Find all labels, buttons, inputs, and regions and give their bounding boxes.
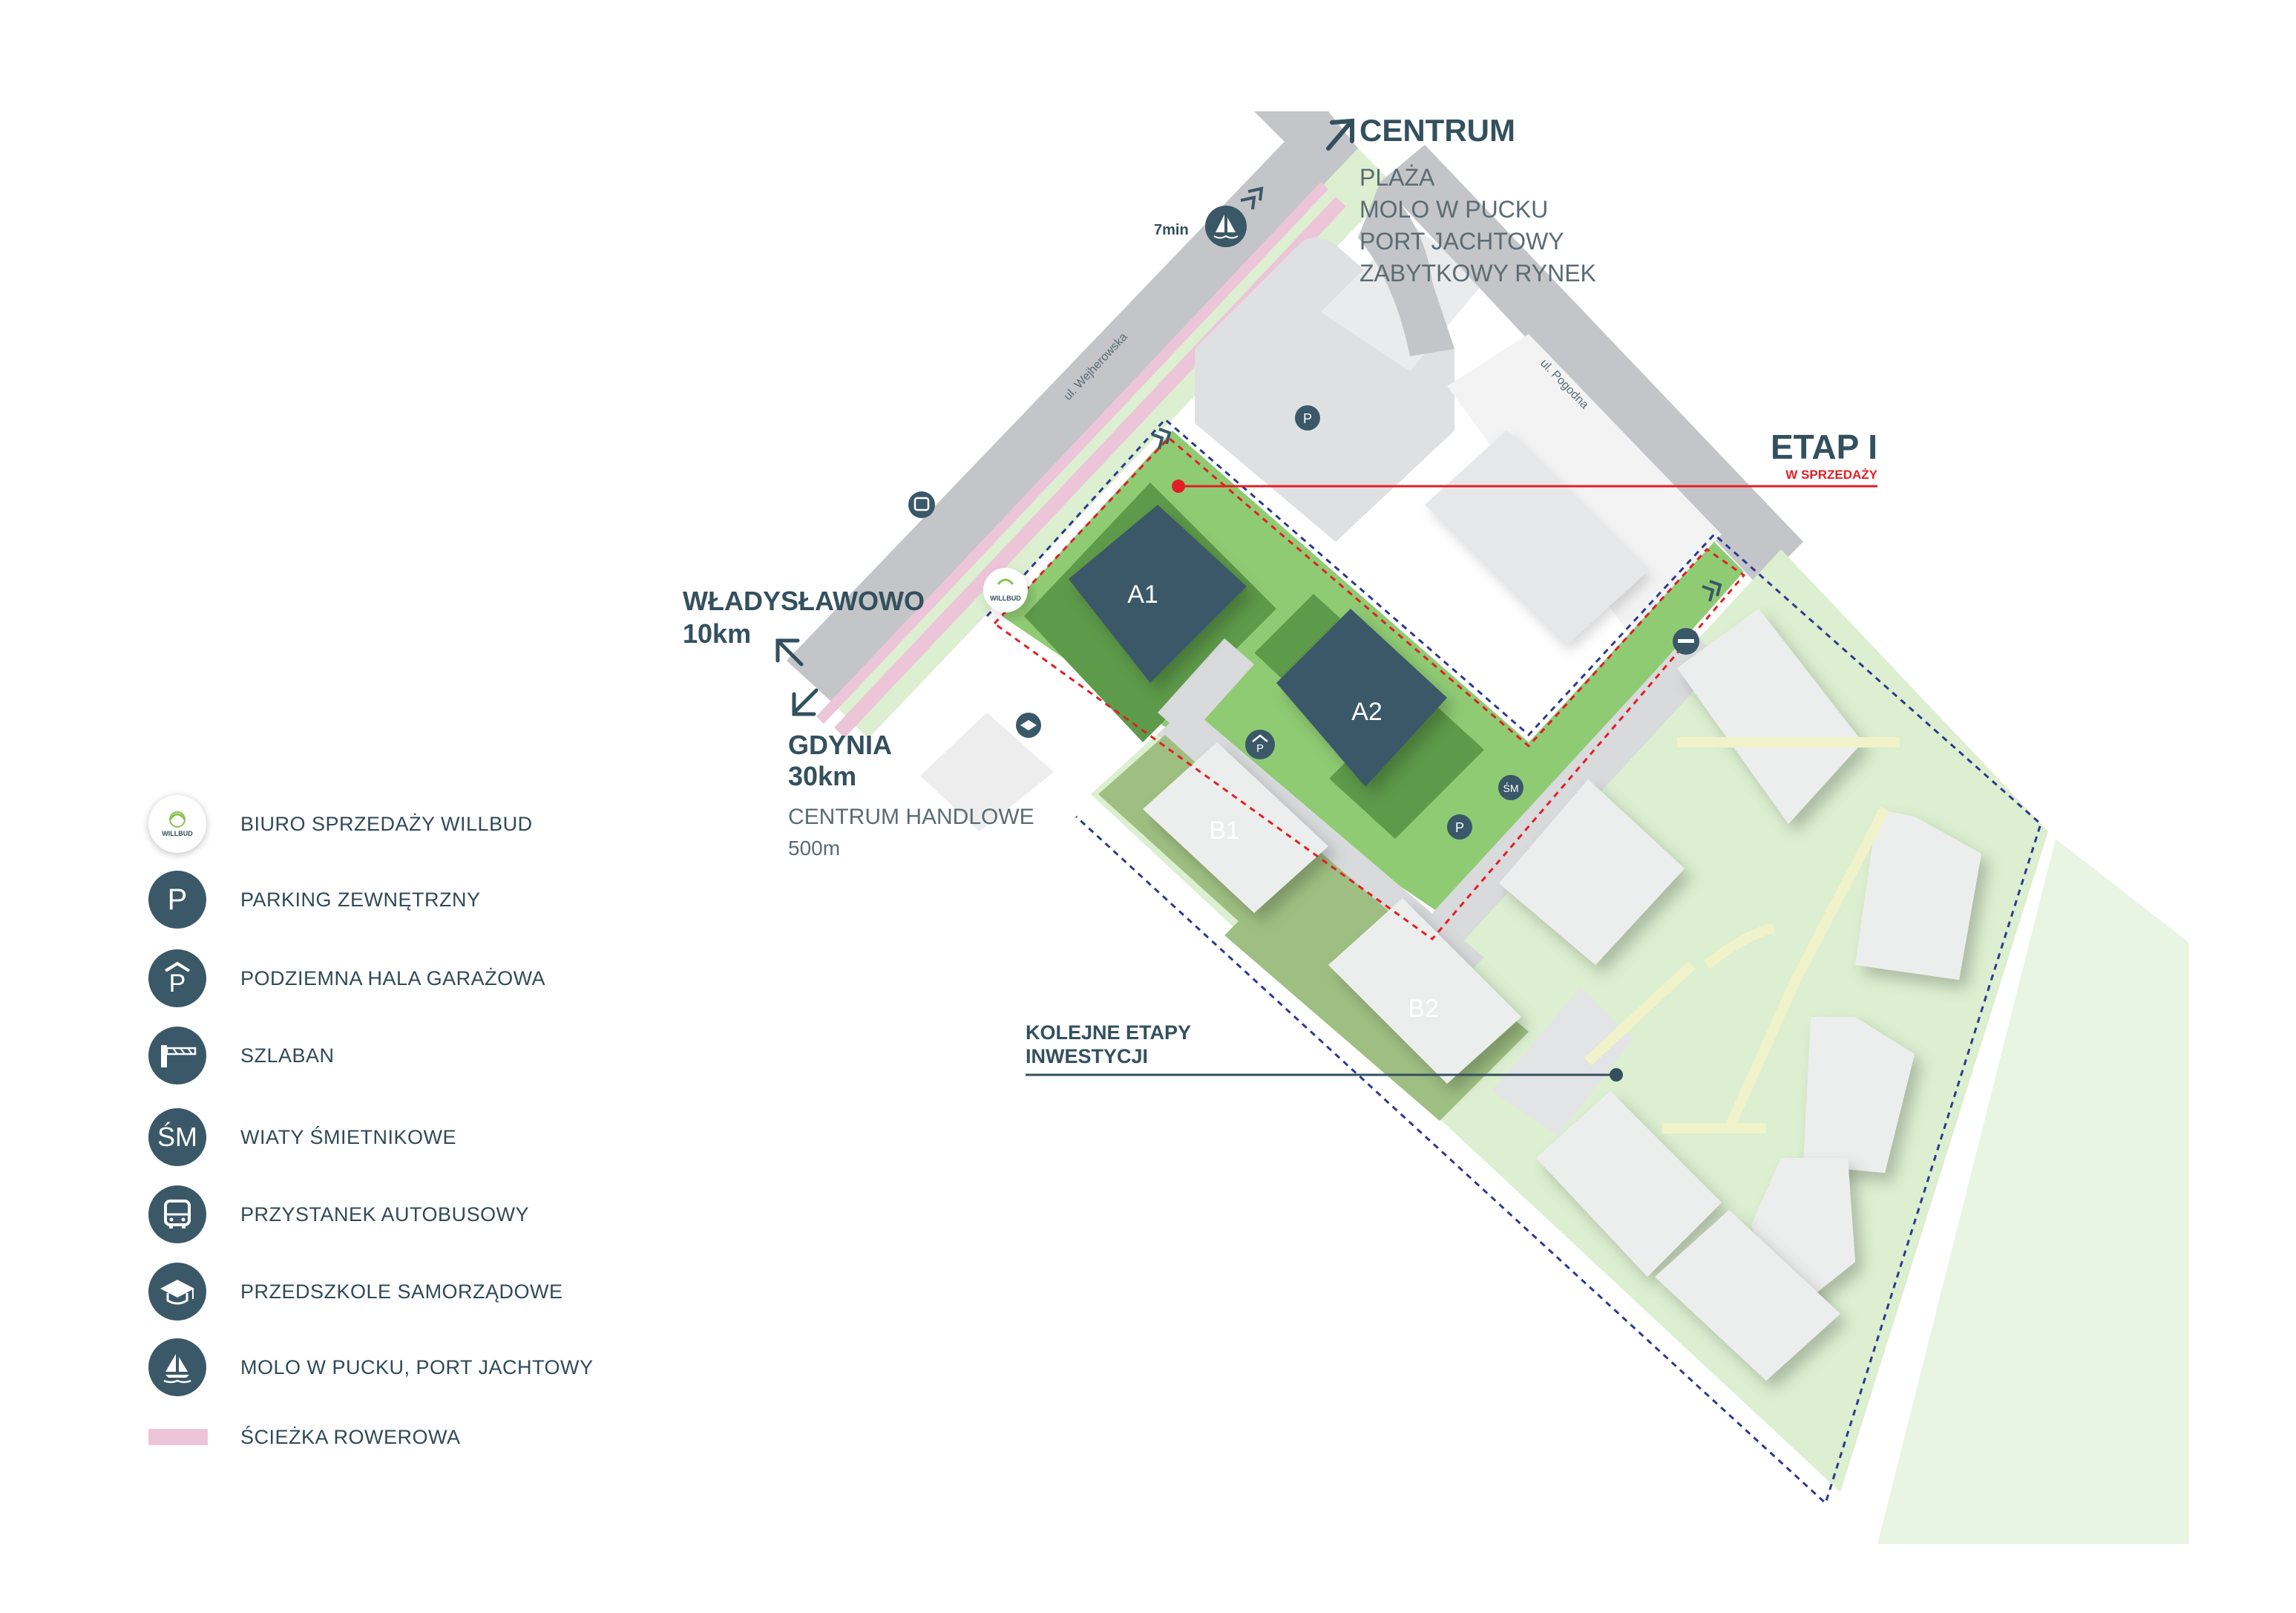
kolejne-etapy-line1: KOLEJNE ETAPY <box>1026 1021 1191 1044</box>
building-a1-label: A1 <box>1127 580 1158 609</box>
building-b2-label: B2 <box>1408 995 1439 1023</box>
legend-label: PARKING ZEWNĘTRZNY <box>240 888 481 911</box>
gdynia-title: GDYNIA <box>788 730 892 760</box>
wladyslawowo-distance: 10km <box>683 618 751 649</box>
centrum-item-3: PORT JACHTOWY <box>1359 228 1564 255</box>
etap-1-marker <box>1172 480 1185 493</box>
svg-text:P: P <box>1455 820 1464 835</box>
centrum-item-2: MOLO W PUCKU <box>1359 196 1548 223</box>
legend-item-bus: PRZYSTANEK AUTOBUSOWY <box>148 1185 529 1244</box>
school-icon <box>148 1263 206 1321</box>
map-walk-arrows-icon <box>1240 186 1264 210</box>
trash-shelter-icon: ŚM <box>148 1108 206 1166</box>
walk-time-label: 7min <box>1154 222 1189 238</box>
svg-text:P: P <box>1303 411 1312 426</box>
shopping-plot <box>920 713 1054 831</box>
legend-label: SZLABAN <box>240 1044 335 1067</box>
map-barrier-icon <box>1673 628 1699 655</box>
building-northeast <box>1425 431 1647 646</box>
building-future-1 <box>1499 779 1685 965</box>
legend-item-parking: P PARKING ZEWNĘTRZNY <box>148 870 481 929</box>
map-entry-arrows-icon <box>1151 428 1722 602</box>
legend-label: WIATY ŚMIETNIKOWE <box>240 1125 457 1148</box>
building-a2 <box>1276 609 1447 787</box>
future-paths <box>1584 737 1900 1133</box>
centrum-title: CENTRUM <box>1359 113 1515 148</box>
svg-text:ŚM: ŚM <box>1503 782 1519 794</box>
inner-road-east <box>1432 631 1722 943</box>
legend-item-willbud: WILLBUD BIURO SPRZEDAŻY WILLBUD <box>148 794 533 854</box>
legend-item-school: PRZEDSZKOLE SAMORZĄDOWE <box>148 1262 563 1321</box>
building-future-3 <box>1855 809 1981 980</box>
legend-label: PRZYSTANEK AUTOBUSOWY <box>240 1203 530 1226</box>
building-future-4 <box>1803 1017 1915 1173</box>
legend-label: MOLO W PUCKU, PORT JACHTOWY <box>240 1355 594 1378</box>
parking-icon: P <box>148 871 206 929</box>
map-school-icon <box>1016 713 1041 738</box>
kolejne-etapy-marker <box>1610 1068 1623 1082</box>
svg-text:WILLBUD: WILLBUD <box>990 595 1021 602</box>
map-trash-shelter-icon: ŚM <box>1498 775 1523 800</box>
arrow-centrum-icon <box>1326 118 1354 151</box>
future-plaza <box>1492 987 1633 1136</box>
garage-icon: P <box>148 949 206 1007</box>
map-garage-icon: P <box>1245 730 1275 759</box>
centrum-item-1: PLAŻA <box>1359 164 1435 191</box>
map-yacht-icon <box>1205 206 1247 247</box>
building-future-6 <box>1536 1091 1722 1277</box>
legend-label: ŚCIEŻKA ROWEROWA <box>240 1425 461 1448</box>
kolejne-etapy-line2: INWESTYCJI <box>1026 1045 1148 1067</box>
legend-label: BIURO SPRZEDAŻY WILLBUD <box>240 812 533 835</box>
map-bus-icon <box>908 491 935 518</box>
bike-path-inner <box>816 182 1328 724</box>
centrum-handlowe-label: CENTRUM HANDLOWE <box>788 805 1034 829</box>
arrow-gdynia-icon <box>792 688 819 716</box>
centrum-handlowe-distance: 500m <box>788 837 840 860</box>
legend-label: PRZEDSZKOLE SAMORZĄDOWE <box>240 1280 563 1303</box>
arrow-wladyslawowo-icon <box>775 638 804 667</box>
road-pogodna-curve <box>1358 182 1454 356</box>
barrier-icon <box>148 1027 206 1084</box>
map-parking-icon: P <box>1295 405 1320 431</box>
building-a1 <box>1069 505 1247 683</box>
legend-item-garage: P PODZIEMNA HALA GARAŻOWA <box>148 949 545 1008</box>
legend-item-bike-path: ŚCIEŻKA ROWEROWA <box>148 1407 461 1467</box>
road-pogodna <box>1380 145 1803 586</box>
etap-1-subtitle: W SPRZEDAŻY <box>1785 468 1877 482</box>
wladyslawowo-title: WŁADYSŁAWOWO <box>683 586 925 616</box>
building-b2 <box>1328 898 1521 1084</box>
building-a2-label: A2 <box>1351 698 1382 726</box>
legend-item-yacht: MOLO W PUCKU, PORT JACHTOWY <box>148 1338 594 1397</box>
bike-path-swatch <box>148 1429 208 1445</box>
road-wejherowska <box>787 111 1358 701</box>
legend-item-trash: ŚM WIATY ŚMIETNIKOWE <box>148 1107 456 1167</box>
map-willbud-logo-icon: WILLBUD <box>983 568 1028 612</box>
bus-icon <box>148 1185 206 1243</box>
map-parking-icon-2: P <box>1447 814 1472 840</box>
green-area-east <box>1877 839 2189 1544</box>
svg-text:WILLBUD: WILLBUD <box>162 830 193 837</box>
building-b1 <box>1143 742 1328 913</box>
building-future-7 <box>1655 1210 1840 1381</box>
legend-label: PODZIEMNA HALA GARAŻOWA <box>240 966 546 989</box>
etap-1-title: ETAP I <box>1771 428 1877 466</box>
gdynia-distance: 30km <box>788 761 856 791</box>
centrum-item-4: ZABYTKOWY RYNEK <box>1359 260 1596 287</box>
road-wejherowska-upper <box>1254 111 1358 171</box>
svg-text:P: P <box>1256 742 1264 755</box>
building-future-2 <box>1677 609 1863 824</box>
willbud-logo-icon: WILLBUD <box>148 795 206 853</box>
etap-1-boundary <box>993 436 1746 941</box>
legend-item-barrier: SZLABAN <box>148 1026 335 1085</box>
building-b1-label: B1 <box>1209 817 1240 845</box>
yacht-icon <box>148 1338 206 1396</box>
